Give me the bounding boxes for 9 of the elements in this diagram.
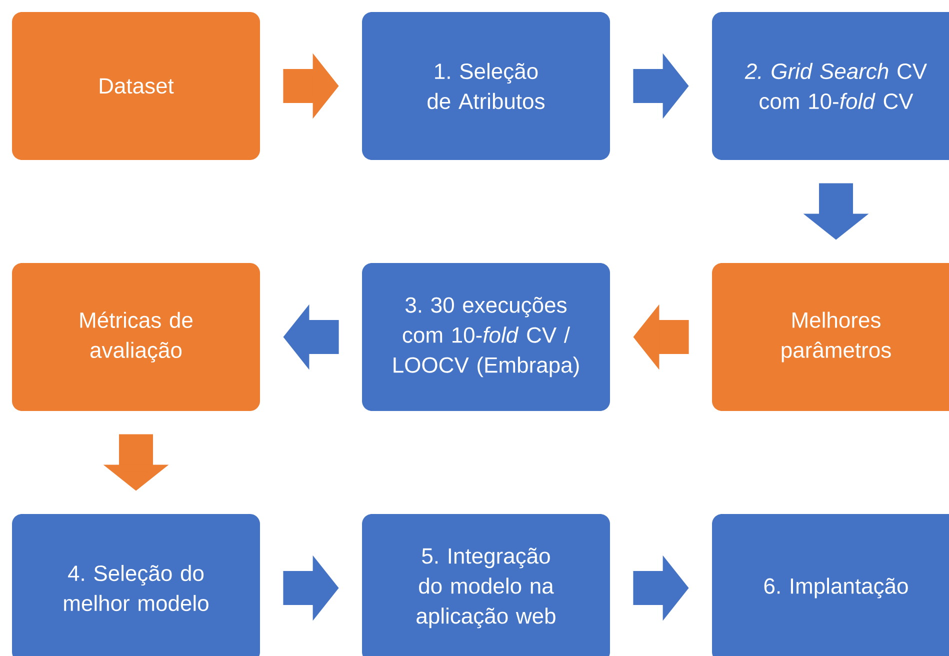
process-box: 1. Seleção de Atributos bbox=[362, 12, 610, 160]
process-box: 3. 30 execuções com 10-fold CV / LOOCV (Embrapa) bbox=[362, 263, 610, 411]
process-box: Métricas de avaliação bbox=[12, 263, 260, 411]
process-box: 5. Integração do modelo na aplicação web bbox=[362, 514, 610, 656]
process-box: 4. Seleção do melhor modelo bbox=[12, 514, 260, 656]
process-box: Dataset bbox=[12, 12, 260, 160]
process-box: 2. Grid Search CV com 10-fold CV bbox=[712, 12, 949, 160]
process-box: Melhores parâmetros bbox=[712, 263, 949, 411]
process-box: 6. Implantação bbox=[712, 514, 949, 656]
